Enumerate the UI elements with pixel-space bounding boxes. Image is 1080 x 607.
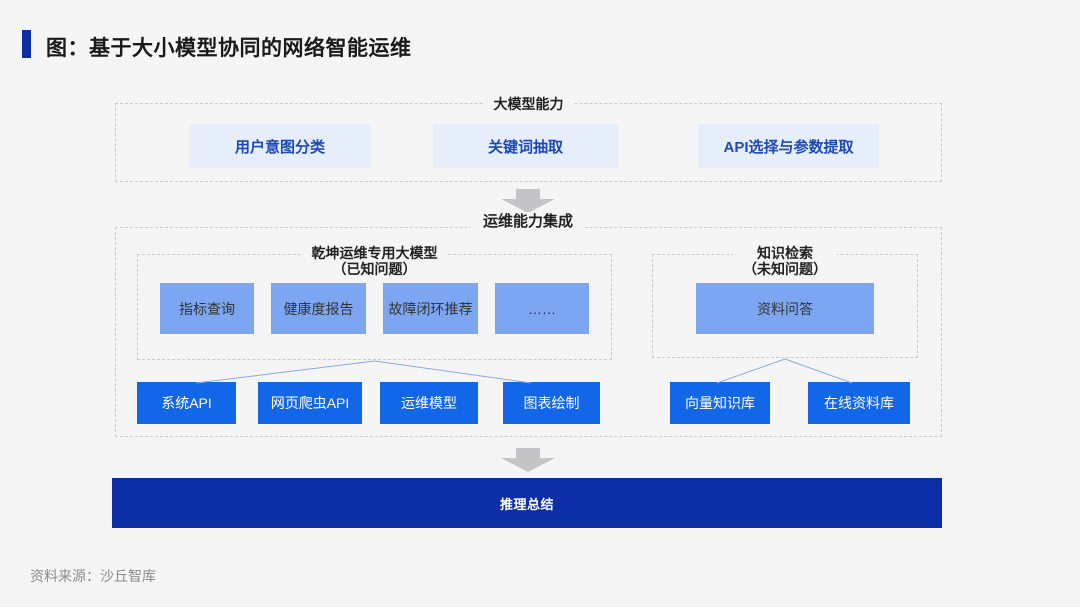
resource-box-chart-drawing: 图表绘制 <box>503 382 600 424</box>
unknown-group-subtitle: （未知问题） <box>743 261 827 277</box>
summary-bar: 推理总结 <box>112 478 942 528</box>
page-title: 图：基于大小模型协同的网络智能运维 <box>46 37 412 60</box>
resource-box-vector-kb: 向量知识库 <box>670 382 770 424</box>
known-box-metric-query: 指标查询 <box>160 283 254 334</box>
capability-box-api-selection: API选择与参数提取 <box>698 124 879 168</box>
known-box-health-report: 健康度报告 <box>271 283 366 334</box>
resource-box-ops-model: 运维模型 <box>380 382 478 424</box>
group-label-unknown: 知识检索 （未知问题） <box>733 245 837 277</box>
title-accent-bar <box>22 30 31 58</box>
integration-label: 运维能力集成 <box>470 212 586 232</box>
source-note: 资料来源：沙丘智库 <box>30 568 156 584</box>
known-problems-group: 乾坤运维专用大模型 （已知问题） 指标查询 健康度报告 故障闭环推荐 …… <box>137 245 612 360</box>
unknown-box-doc-qa: 资料问答 <box>696 283 874 334</box>
resource-box-web-crawler-api: 网页爬虫API <box>258 382 362 424</box>
large-model-capabilities-group: 大模型能力 用户意图分类 关键词抽取 API选择与参数提取 <box>115 95 942 182</box>
known-box-ellipsis: …… <box>495 283 589 334</box>
group-label-large-model: 大模型能力 <box>483 95 574 113</box>
known-group-title: 乾坤运维专用大模型 <box>311 245 438 261</box>
down-arrow-icon <box>501 448 555 472</box>
capability-box-keyword-extraction: 关键词抽取 <box>433 124 618 168</box>
unknown-problems-group: 知识检索 （未知问题） 资料问答 <box>652 245 918 358</box>
resource-box-online-docs: 在线资料库 <box>808 382 910 424</box>
known-box-fault-loop: 故障闭环推荐 <box>383 283 478 334</box>
capability-box-user-intent: 用户意图分类 <box>189 124 371 168</box>
group-label-known: 乾坤运维专用大模型 （已知问题） <box>301 245 448 277</box>
resource-box-system-api: 系统API <box>137 382 236 424</box>
known-group-subtitle: （已知问题） <box>332 261 417 277</box>
down-arrow-icon <box>501 189 555 213</box>
unknown-group-title: 知识检索 <box>757 245 813 261</box>
